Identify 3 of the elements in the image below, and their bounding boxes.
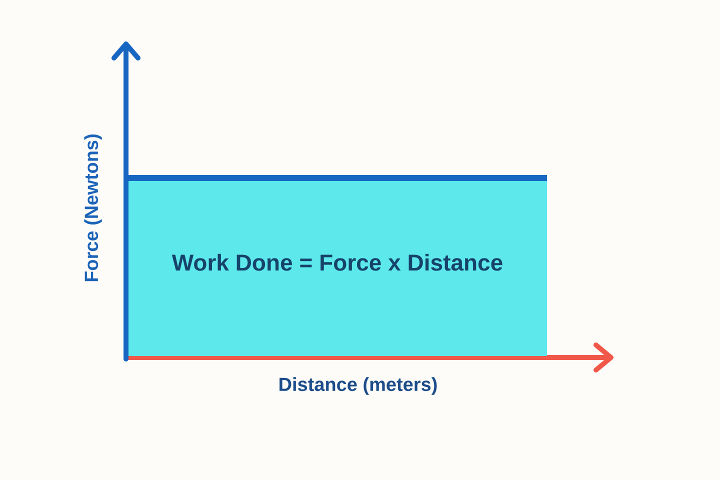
shaded-area: Work Done = Force x Distance [128, 175, 547, 356]
axis-label: Force (Newtons) [84, 134, 102, 282]
axis-label: Distance (meters) [280, 377, 437, 395]
